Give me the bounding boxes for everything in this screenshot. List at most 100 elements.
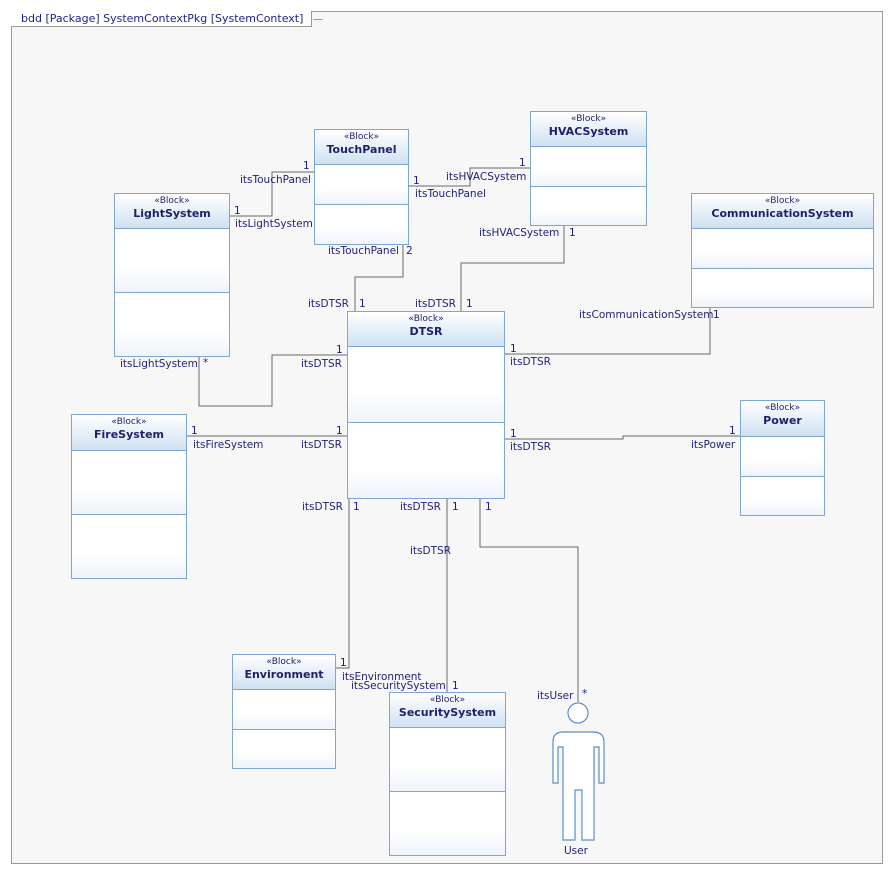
- multiplicity-label: 1: [510, 343, 517, 355]
- compartment: [692, 229, 873, 269]
- multiplicity-label: *: [582, 688, 588, 700]
- assoc-dtsr-environment: [336, 499, 350, 669]
- role-label: itsSecuritySystem: [351, 680, 446, 692]
- block-name: DTSR: [409, 325, 443, 338]
- compartment: [233, 690, 335, 730]
- multiplicity-label: 1: [452, 501, 459, 513]
- multiplicity-label: 1: [466, 298, 473, 310]
- block-firesystem[interactable]: «Block» FireSystem: [71, 414, 187, 579]
- compartment: [741, 437, 824, 477]
- stereotype-label: «Block»: [266, 657, 302, 667]
- block-name: TouchPanel: [326, 143, 397, 156]
- multiplicity-label: 1: [413, 175, 420, 187]
- role-label: itsUser: [537, 690, 574, 702]
- block-name: CommunicationSystem: [711, 207, 854, 220]
- role-label: itsDTSR: [410, 545, 451, 557]
- role-label: itsTouchPanel: [240, 174, 311, 186]
- multiplicity-label: 1: [234, 205, 241, 217]
- assoc-comm-dtsr: [505, 308, 711, 355]
- compartment: [315, 165, 408, 205]
- role-label: itsDTSR: [510, 356, 551, 368]
- multiplicity-label: 1: [569, 227, 576, 239]
- role-label: itsLightSystem: [120, 358, 198, 370]
- role-label: itsTouchPanel: [328, 245, 399, 257]
- role-label: itsHVACSystem: [446, 171, 527, 183]
- block-name: HVACSystem: [548, 125, 629, 138]
- role-label: itsDTSR: [400, 501, 441, 513]
- compartment: [692, 269, 873, 307]
- multiplicity-label: 1: [353, 501, 360, 513]
- block-communicationsystem[interactable]: «Block» CommunicationSystem: [691, 193, 874, 308]
- compartment: [741, 477, 824, 515]
- multiplicity-label: *: [203, 357, 209, 369]
- block-name: Power: [763, 414, 802, 427]
- assoc-light-dtsr: [198, 354, 348, 407]
- block-environment[interactable]: «Block» Environment: [232, 654, 336, 769]
- multiplicity-label: 1: [336, 425, 343, 437]
- block-name: LightSystem: [133, 207, 211, 220]
- role-label: itsCommunicationSystem: [579, 309, 714, 321]
- role-label: itsDTSR: [301, 439, 342, 451]
- assoc-dtsr-user: [479, 499, 579, 702]
- stereotype-label: «Block»: [343, 132, 380, 142]
- compartment: [348, 347, 504, 423]
- stereotype-label: «Block»: [570, 114, 607, 124]
- role-label: itsTouchPanel: [415, 188, 486, 200]
- multiplicity-label: 1: [510, 428, 517, 440]
- compartment: [115, 293, 229, 356]
- multiplicity-label: 1: [729, 425, 736, 437]
- assoc-hvac-dtsr: [460, 226, 565, 312]
- compartment: [315, 205, 408, 244]
- block-name: Environment: [244, 668, 324, 681]
- stereotype-label: «Block»: [429, 695, 466, 705]
- multiplicity-label: 2: [406, 245, 413, 257]
- multiplicity-label: 1: [336, 344, 343, 356]
- assoc-touchpanel-dtsr: [354, 245, 404, 312]
- block-dtsr[interactable]: «Block» DTSR: [347, 311, 505, 499]
- diagram-frame-title: bdd [Package] SystemContextPkg [SystemCo…: [11, 11, 313, 27]
- multiplicity-label: 1: [452, 680, 459, 692]
- block-power[interactable]: «Block» Power: [740, 400, 825, 516]
- role-label: itsDTSR: [308, 298, 349, 310]
- block-name: FireSystem: [94, 428, 164, 441]
- assoc-dtsr-power: [505, 435, 741, 440]
- multiplicity-label: 1: [519, 157, 526, 169]
- role-label: itsDTSR: [302, 501, 343, 513]
- multiplicity-label: 1: [485, 501, 492, 513]
- compartment: [390, 792, 505, 855]
- actor-stick-figure-icon: [552, 702, 605, 841]
- multiplicity-label: 1: [340, 657, 347, 669]
- compartment: [115, 229, 229, 293]
- multiplicity-label: 1: [303, 160, 310, 172]
- compartment: [531, 147, 646, 187]
- role-label: itsDTSR: [415, 298, 456, 310]
- role-label: itsDTSR: [510, 441, 551, 453]
- stereotype-label: «Block»: [764, 403, 801, 413]
- compartment: [72, 515, 186, 578]
- role-label: itsDTSR: [301, 358, 342, 370]
- stereotype-label: «Block»: [111, 417, 147, 427]
- compartment: [531, 187, 646, 225]
- assoc-touchpanel-hvac: [408, 167, 531, 187]
- role-label: itsHVACSystem: [479, 227, 560, 239]
- block-hvacsystem[interactable]: «Block» HVACSystem: [530, 111, 647, 226]
- stereotype-label: «Block»: [154, 196, 190, 206]
- multiplicity-label: 1: [359, 298, 366, 310]
- compartment: [390, 728, 505, 792]
- stereotype-label: «Block»: [408, 314, 444, 324]
- compartment: [72, 451, 186, 515]
- block-name: SecuritySystem: [398, 706, 497, 719]
- block-securitysystem[interactable]: «Block» SecuritySystem: [389, 692, 506, 856]
- role-label: itsEnvironment: [342, 671, 422, 683]
- role-label: itsLightSystem: [235, 218, 313, 230]
- multiplicity-label: 1: [713, 309, 720, 321]
- assoc-touchpanel-lightsystem: [230, 171, 315, 217]
- compartment: [233, 730, 335, 768]
- stereotype-label: «Block»: [764, 196, 801, 206]
- multiplicity-label: 1: [191, 425, 198, 437]
- compartment: [348, 423, 504, 498]
- role-label: itsFireSystem: [193, 439, 264, 451]
- block-lightsystem[interactable]: «Block» LightSystem: [114, 193, 230, 357]
- block-touchpanel[interactable]: «Block» TouchPanel: [314, 129, 409, 245]
